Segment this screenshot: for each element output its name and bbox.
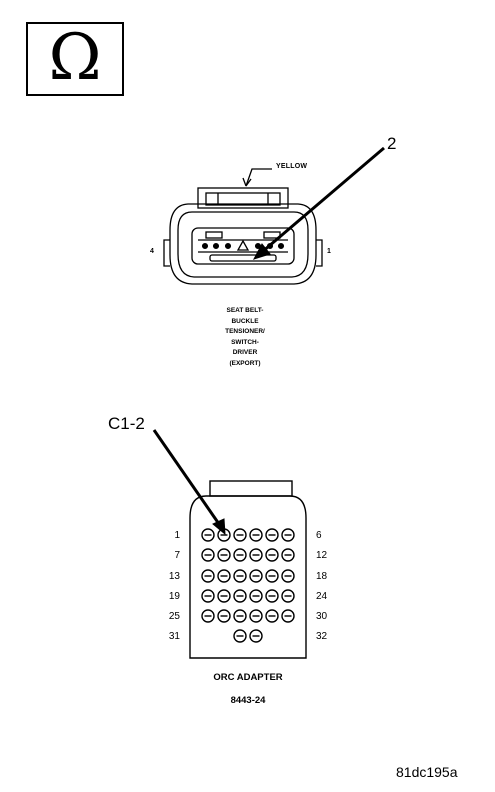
pin-number-left: 25 [168, 611, 180, 622]
caption-line: BUCKLE [231, 317, 259, 325]
pin-number-right: 32 [316, 631, 328, 642]
pin-number-right: 24 [316, 591, 328, 602]
yellow-leader-line [245, 168, 272, 187]
adapter-body [189, 495, 307, 659]
orc-adapter-connector [189, 480, 307, 659]
pin-number-left: 1 [174, 530, 180, 541]
pin-1-label: 1 [327, 248, 332, 255]
caption-line: (EXPORT) [229, 359, 261, 367]
pin-number-left: 13 [168, 571, 180, 582]
pin-number-right: 30 [316, 611, 328, 622]
caption-line: SEAT BELT- [226, 307, 264, 314]
pin-number-left: 19 [168, 591, 180, 602]
pin-number-left: 31 [168, 631, 180, 642]
ohm-symbol-box: Ω [26, 21, 124, 96]
pin-4-label: 4 [150, 248, 155, 255]
seat-belt-connector [163, 168, 323, 285]
pin-grid [201, 528, 295, 643]
pin-number-right: 6 [316, 530, 322, 541]
caption-line: SWITCH- [231, 338, 259, 346]
ohm-icon: Ω [48, 21, 102, 95]
connector-caption: SEAT BELT- BUCKLE TENSIONER/ SWITCH- DRI… [190, 306, 300, 369]
connector-latch-inner [205, 192, 281, 206]
orc-adapter-part-number: 8443-24 [230, 695, 266, 706]
caption-line: TENSIONER/ [225, 328, 265, 335]
connector-inner-housing [177, 211, 309, 278]
callout-2-arrow [252, 146, 385, 260]
yellow-label: YELLOW [276, 163, 308, 170]
caption-line: DRIVER [232, 349, 258, 356]
connector-housing [169, 203, 317, 285]
pin-number-right: 18 [316, 571, 328, 582]
adapter-tab [209, 480, 293, 497]
pin-number-left: 7 [174, 550, 180, 561]
callout-c1-2-label: C1-2 [108, 414, 145, 433]
pin-number-right: 12 [316, 550, 328, 561]
callout-2-label: 2 [387, 134, 397, 153]
orc-adapter-title: ORC ADAPTER [213, 672, 283, 683]
callout-c1-2-arrow [152, 429, 226, 536]
figure-id: 81dc195a [396, 764, 458, 780]
connector-latch [197, 187, 289, 209]
